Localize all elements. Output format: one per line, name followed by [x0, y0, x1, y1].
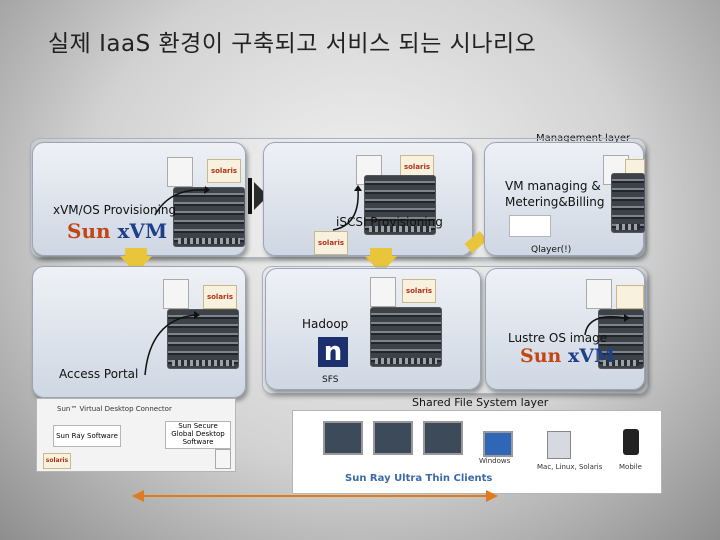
sun-ray-software-box: Sun Ray Software	[53, 425, 121, 447]
mobile-label: Mobile	[619, 463, 642, 471]
linux-tux-icon	[163, 279, 189, 309]
provision-link-curve	[154, 186, 210, 216]
access-portal-panel: solaris Access Portal	[32, 266, 246, 398]
mac-linux-solaris-label: Mac, Linux, Solaris	[537, 463, 603, 471]
vm-managing-panel: VM managing & Metering&Billing Qlayer(!)	[484, 142, 645, 256]
windows-label: Windows	[479, 457, 511, 465]
clients-panel: Sun Ray Ultra Thin Clients Windows Mac, …	[292, 410, 662, 494]
solaris-logo-icon: solaris	[207, 159, 241, 183]
iscsi-provisioning-panel: solaris iSCSI Provisioning solaris	[263, 142, 473, 256]
server-rack-icon	[370, 307, 442, 367]
access-portal-label: Access Portal	[59, 367, 139, 381]
vm-managing-label: VM managing &	[505, 179, 601, 193]
solaris-logo-icon: solaris	[203, 285, 237, 309]
linux-tux-icon	[586, 279, 612, 309]
down-arrow-bar	[125, 248, 147, 258]
iscsi-provisioning-label: iSCSI Provisioning	[336, 215, 443, 229]
portal-link-curve	[144, 311, 200, 376]
server-rack-icon	[364, 175, 436, 235]
lustre-link-curve	[584, 314, 630, 336]
xvm-provisioning-label: xVM/OS Provisioning	[53, 203, 177, 217]
linux-tux-icon	[370, 277, 396, 307]
down-arrow-bar	[370, 248, 392, 258]
lustre-panel: Lustre OS image Sun xVM	[485, 268, 645, 390]
sun-xvm-logo: Sun xVM	[520, 345, 616, 367]
qlayer-label: Qlayer(!)	[531, 245, 572, 255]
server-rack-icon	[611, 173, 645, 233]
solaris-logo-icon: solaris	[43, 453, 71, 469]
thin-client-icon	[373, 421, 413, 455]
solaris-logo-icon	[616, 285, 644, 309]
metering-diagram-icon	[509, 215, 551, 237]
thin-client-icon	[323, 421, 363, 455]
sgd-software-box: Sun Secure Global Desktop Software	[165, 421, 231, 449]
page-title: 실제 IaaS 환경이 구축되고 서비스 되는 시나리오	[48, 31, 537, 57]
vdc-panel: Sun™ Virtual Desktop Connector Sun Ray S…	[36, 398, 236, 472]
bidirectional-arrow-icon	[132, 490, 498, 502]
sfs-label: SFS	[322, 375, 339, 385]
server-rack-icon	[598, 309, 644, 369]
windows-pc-icon	[483, 431, 513, 457]
linux-tux-icon	[215, 449, 231, 469]
sun-xvm-logo: Sun xVM	[67, 219, 168, 243]
vdc-connector-label: Sun™ Virtual Desktop Connector	[57, 405, 172, 413]
metering-billing-label: Metering&Billing	[505, 195, 605, 209]
iscsi-link-curve	[332, 185, 362, 231]
server-rack-icon	[173, 187, 245, 247]
separator-bar	[248, 178, 252, 214]
xvm-provisioning-panel: solaris xVM/OS Provisioning Sun xVM	[32, 142, 246, 256]
mobile-device-icon	[623, 429, 639, 455]
solaris-logo-icon: solaris	[314, 231, 348, 255]
linux-tux-icon	[167, 157, 193, 187]
netapp-logo-icon: n	[318, 337, 348, 367]
hadoop-label: Hadoop	[302, 317, 349, 331]
shared-fs-layer-label: Shared File System layer	[412, 396, 549, 409]
thin-client-icon	[423, 421, 463, 455]
sun-ray-brand-label: Sun Ray Ultra Thin Clients	[345, 473, 493, 484]
hadoop-panel: solaris Hadoop n SFS	[265, 268, 481, 390]
solaris-logo-icon: solaris	[402, 279, 436, 303]
mac-linux-solaris-icon	[547, 431, 571, 459]
lustre-label: Lustre OS image	[508, 331, 608, 345]
